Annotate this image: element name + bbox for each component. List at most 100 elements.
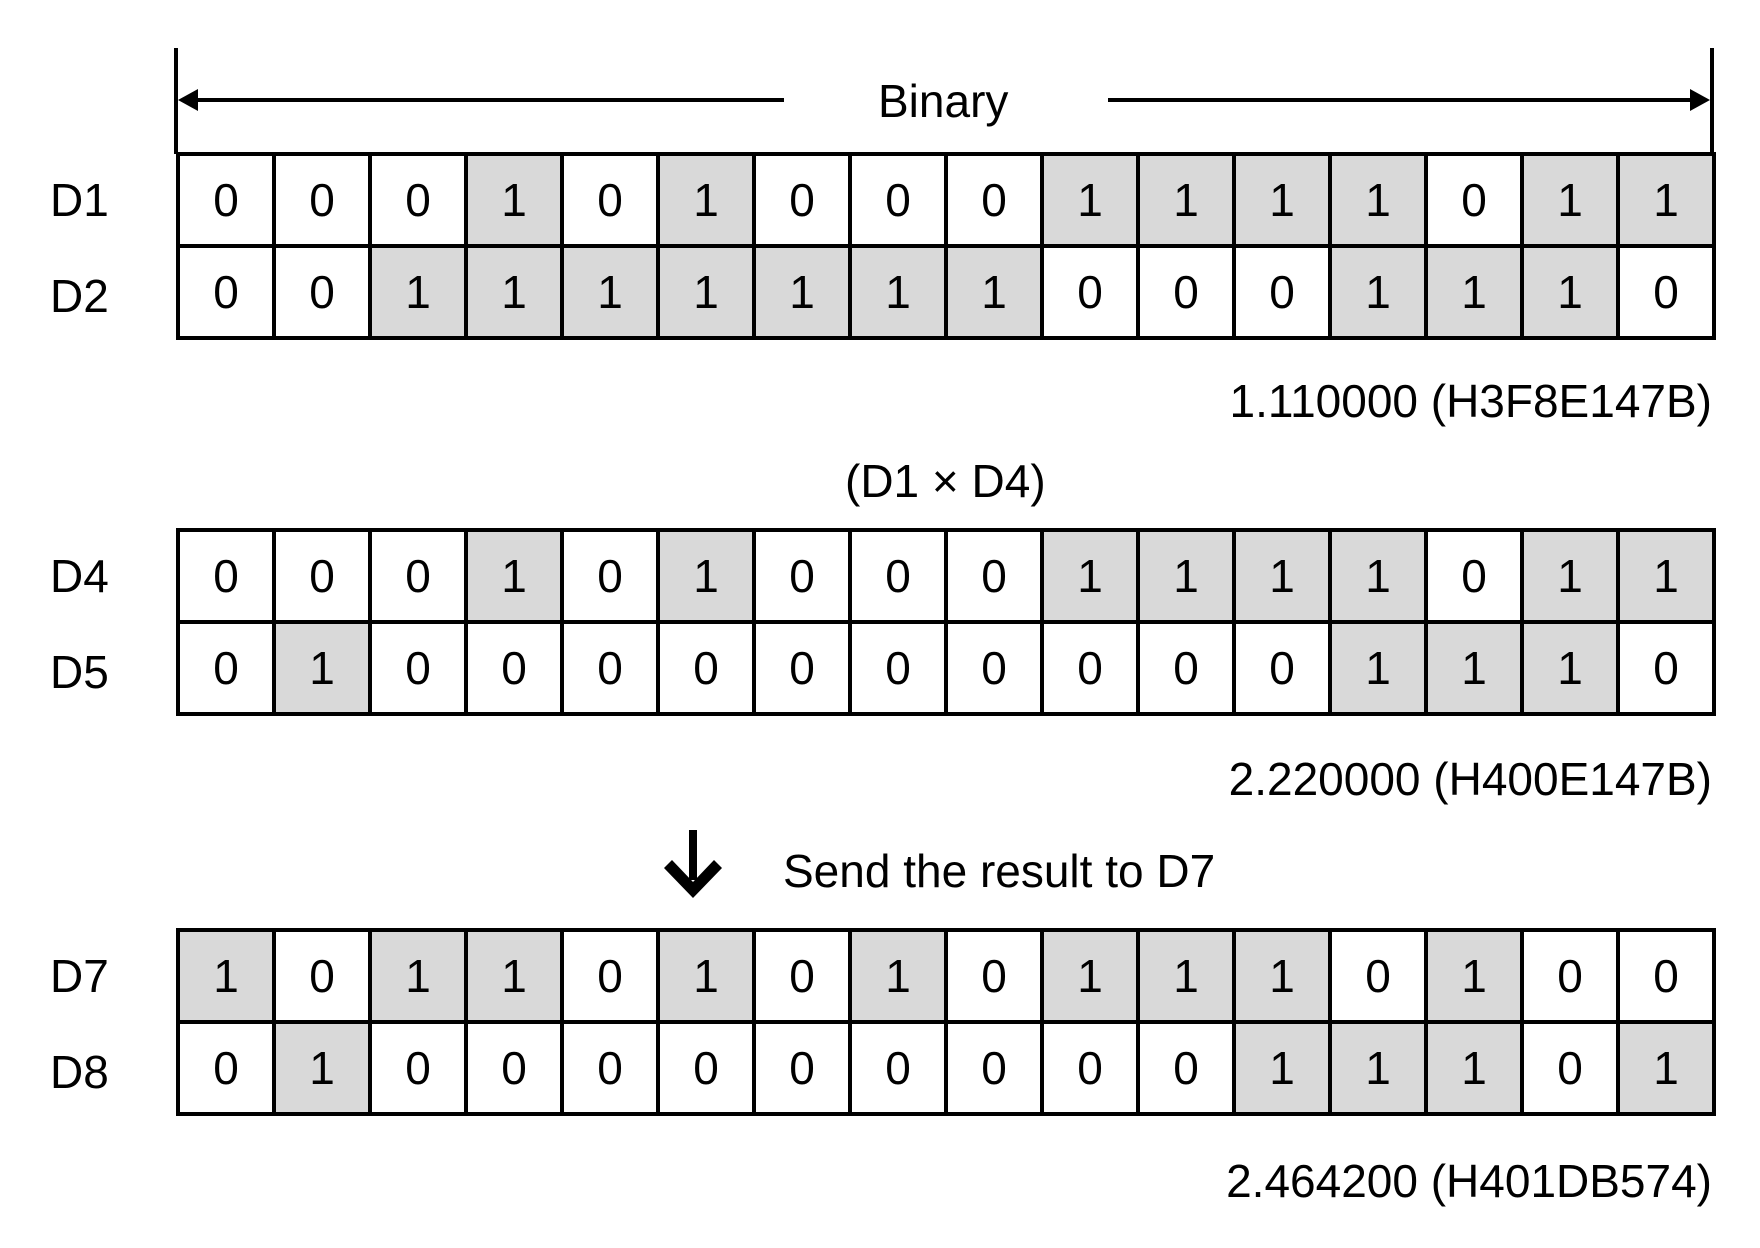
bit-cell: 1 xyxy=(272,620,372,716)
bit-cell: 0 xyxy=(752,928,852,1024)
bit-cell: 0 xyxy=(1520,1020,1620,1116)
bit-cell: 1 xyxy=(944,244,1044,340)
bit-cell: 0 xyxy=(368,1020,468,1116)
bit-cell: 1 xyxy=(656,528,756,624)
bit-cell: 1 xyxy=(1232,928,1332,1024)
bit-cell: 0 xyxy=(176,528,276,624)
bit-cell: 1 xyxy=(464,152,564,248)
bit-cell: 1 xyxy=(1520,620,1620,716)
range-left-boundary xyxy=(174,48,178,154)
bit-cell: 0 xyxy=(1616,928,1716,1024)
bit-cell: 1 xyxy=(1520,528,1620,624)
bit-cell: 0 xyxy=(944,528,1044,624)
bit-cell: 0 xyxy=(944,1020,1044,1116)
bit-cell: 0 xyxy=(848,528,948,624)
bit-cell: 1 xyxy=(1424,928,1524,1024)
bit-cell: 0 xyxy=(1040,1020,1140,1116)
right-arrowhead-icon xyxy=(1690,89,1710,111)
bit-cell: 0 xyxy=(272,244,372,340)
bit-cell: 0 xyxy=(272,928,372,1024)
bit-cell: 1 xyxy=(1040,152,1140,248)
bit-cell: 0 xyxy=(560,152,660,248)
row-label-d8: D8 xyxy=(50,1046,109,1098)
bit-cell: 1 xyxy=(752,244,852,340)
bit-cell: 0 xyxy=(176,1020,276,1116)
bit-cell: 0 xyxy=(1424,528,1524,624)
bit-cell: 1 xyxy=(1616,1020,1716,1116)
bit-cell: 0 xyxy=(464,1020,564,1116)
bit-cell: 0 xyxy=(944,928,1044,1024)
bit-cell: 0 xyxy=(752,1020,852,1116)
bit-cell: 0 xyxy=(848,152,948,248)
bit-cell: 1 xyxy=(1424,1020,1524,1116)
bit-cell: 0 xyxy=(1232,244,1332,340)
bit-cell: 0 xyxy=(944,620,1044,716)
bit-cell: 0 xyxy=(1136,244,1236,340)
range-right-arrow-line xyxy=(1108,98,1698,102)
value-label-d4-d5: 2.220000 (H400E147B) xyxy=(1228,753,1712,805)
bit-cell: 0 xyxy=(560,620,660,716)
bit-cell: 0 xyxy=(1616,244,1716,340)
bit-cell: 0 xyxy=(1616,620,1716,716)
row-label-d2: D2 xyxy=(50,270,109,322)
bit-cell: 0 xyxy=(176,152,276,248)
range-right-boundary xyxy=(1710,48,1714,154)
bit-cell: 1 xyxy=(272,1020,372,1116)
bit-cell: 0 xyxy=(272,152,372,248)
bit-cell: 0 xyxy=(944,152,1044,248)
operation-label: (D1 × D4) xyxy=(845,455,1046,507)
bit-cell: 0 xyxy=(656,1020,756,1116)
left-arrowhead-icon xyxy=(178,89,198,111)
bit-cell: 0 xyxy=(1136,1020,1236,1116)
bit-cell: 1 xyxy=(848,244,948,340)
bit-cell: 0 xyxy=(1328,928,1428,1024)
bit-cell: 1 xyxy=(1136,928,1236,1024)
bit-cell: 1 xyxy=(1040,528,1140,624)
bit-cell: 1 xyxy=(1040,928,1140,1024)
bit-cell: 1 xyxy=(1328,152,1428,248)
bit-cell: 1 xyxy=(368,244,468,340)
bit-cell: 0 xyxy=(368,528,468,624)
value-label-d7-d8: 2.464200 (H401DB574) xyxy=(1226,1155,1712,1207)
row-label-d5: D5 xyxy=(50,646,109,698)
bit-cell: 1 xyxy=(464,928,564,1024)
bit-cell: 0 xyxy=(560,928,660,1024)
bit-cell: 0 xyxy=(1232,620,1332,716)
bit-cell: 1 xyxy=(1520,244,1620,340)
bit-cell: 0 xyxy=(176,620,276,716)
row-label-d1: D1 xyxy=(50,174,109,226)
bit-cell: 1 xyxy=(656,244,756,340)
bit-cell: 0 xyxy=(1424,152,1524,248)
bit-cell: 1 xyxy=(176,928,276,1024)
bit-cell: 1 xyxy=(1616,152,1716,248)
bit-cell: 0 xyxy=(272,528,372,624)
bit-cell: 1 xyxy=(1616,528,1716,624)
bit-cell: 0 xyxy=(752,620,852,716)
bit-cell: 1 xyxy=(848,928,948,1024)
bit-cell: 1 xyxy=(1520,152,1620,248)
bit-cell: 0 xyxy=(752,528,852,624)
bit-cell: 0 xyxy=(1136,620,1236,716)
bit-cell: 1 xyxy=(1136,152,1236,248)
bit-cell: 1 xyxy=(464,244,564,340)
bit-cell: 0 xyxy=(560,528,660,624)
bit-cell: 0 xyxy=(368,620,468,716)
bit-cell: 0 xyxy=(656,620,756,716)
bit-cell: 1 xyxy=(1424,620,1524,716)
bit-cell: 0 xyxy=(368,152,468,248)
binary-label: Binary xyxy=(878,75,1009,127)
bit-cell: 1 xyxy=(1328,528,1428,624)
bit-cell: 0 xyxy=(464,620,564,716)
bit-cell: 1 xyxy=(560,244,660,340)
result-note: Send the result to D7 xyxy=(783,845,1216,897)
bit-cell: 1 xyxy=(656,152,756,248)
bit-cell: 1 xyxy=(1232,152,1332,248)
bit-cell: 1 xyxy=(1232,1020,1332,1116)
